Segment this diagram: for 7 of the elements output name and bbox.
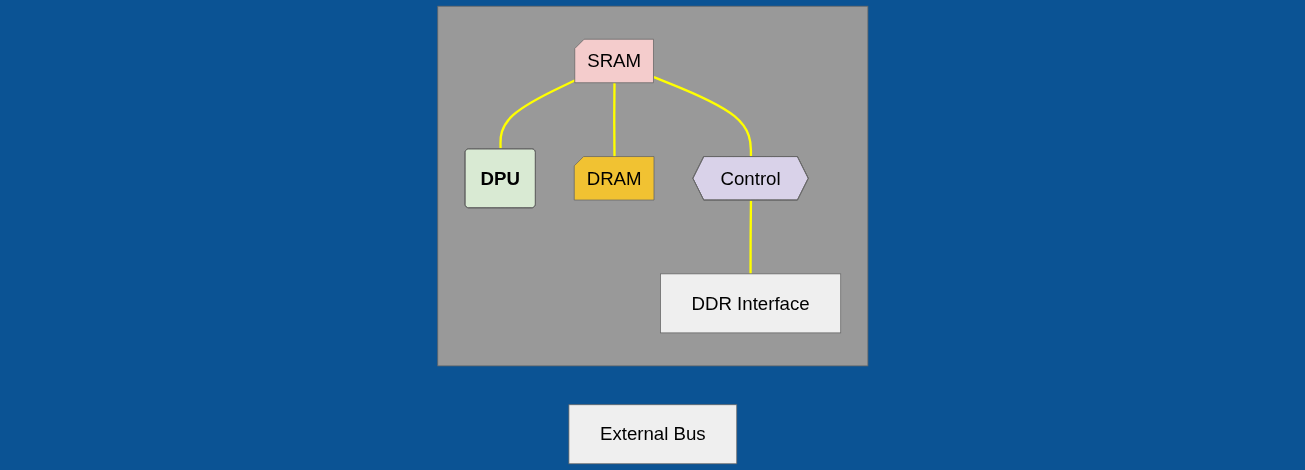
node-box: DDR Interface xyxy=(659,273,841,334)
connector xyxy=(612,83,616,157)
connector xyxy=(499,79,576,150)
cluster xyxy=(437,5,868,367)
connector xyxy=(653,76,752,157)
node-box: External Bus xyxy=(568,404,737,465)
connector xyxy=(749,200,752,274)
